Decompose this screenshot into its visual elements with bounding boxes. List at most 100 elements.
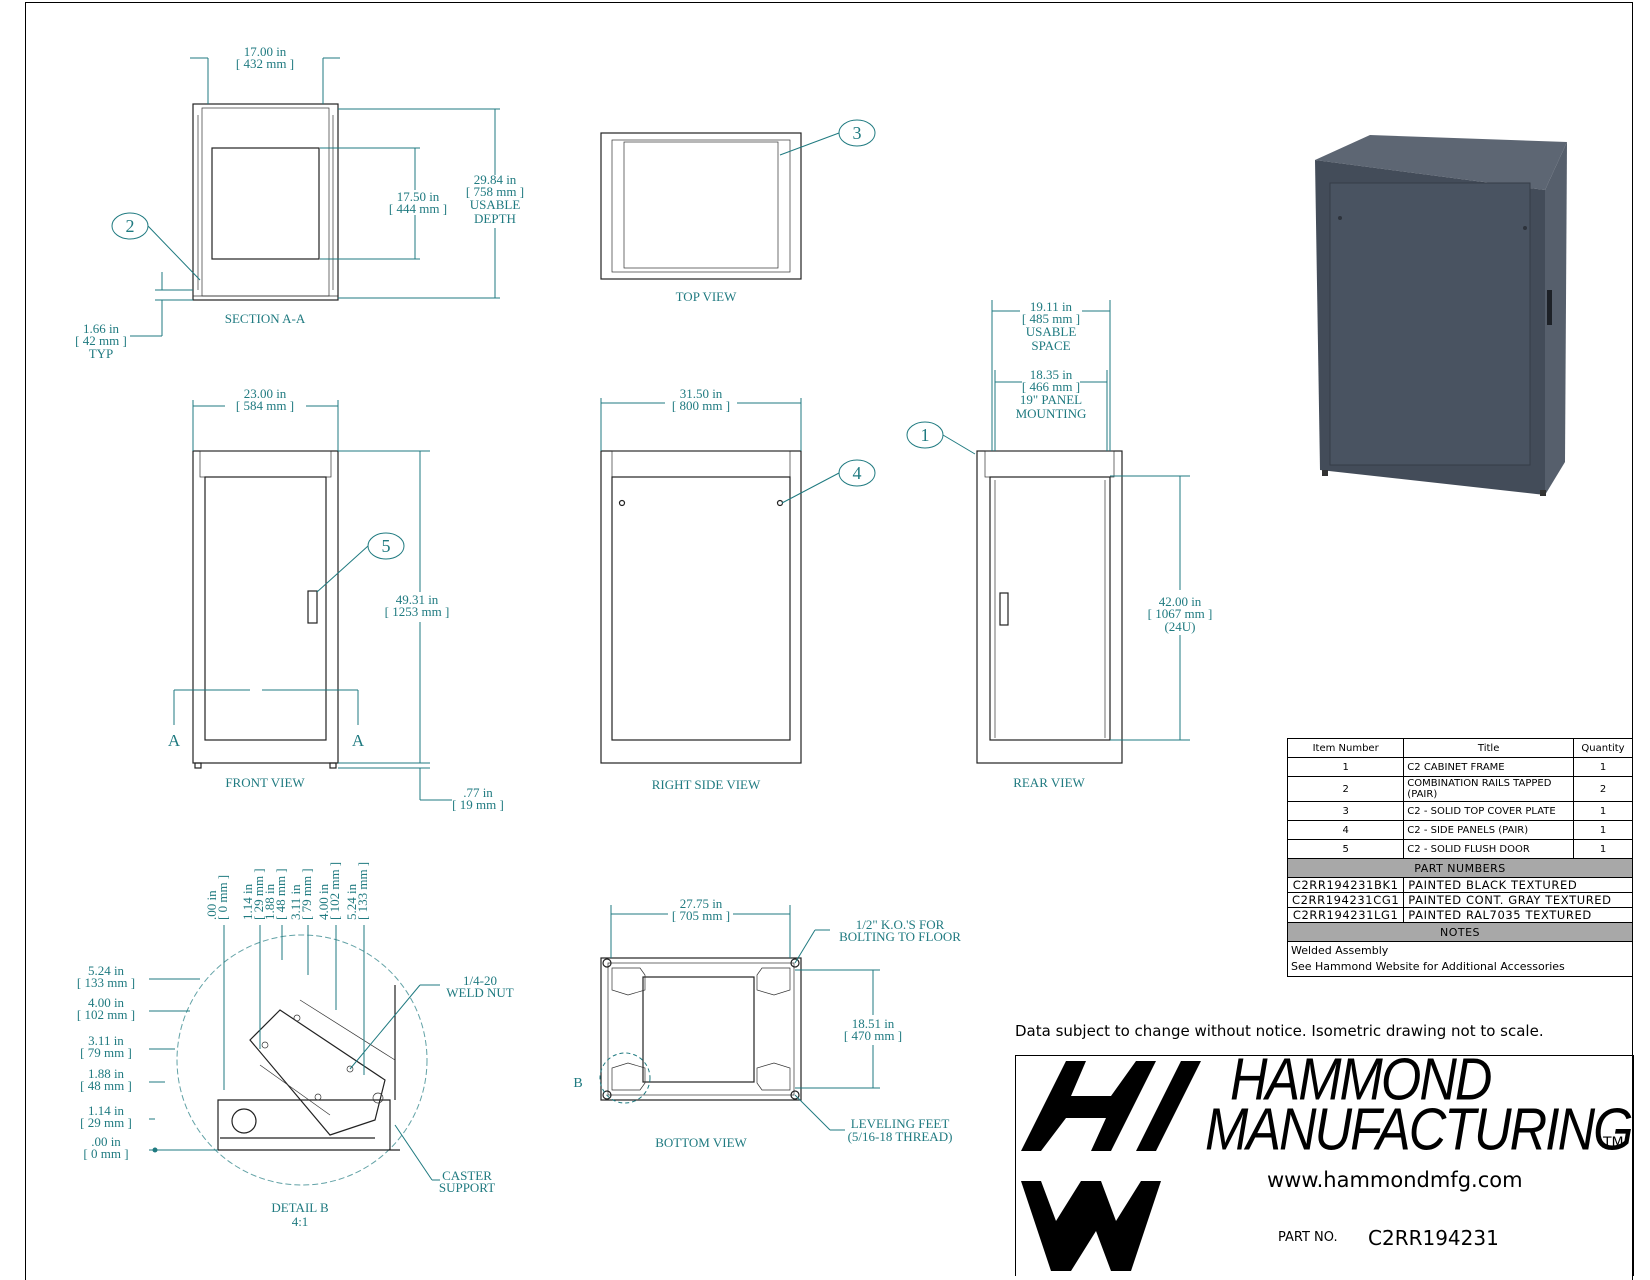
part-number-description: PAINTED RAL7035 TEXTURED: [1403, 907, 1633, 923]
bom-item-quantity: 1: [1573, 820, 1633, 840]
section-height-mm: [ 444 mm ]: [389, 201, 447, 216]
detail-weld-label-1: 1/4-20: [463, 973, 497, 988]
rear-view: 19.11 in [ 485 mm ] USABLE SPACE 18.35 i…: [906, 299, 1212, 790]
bom-header-quantity: Quantity: [1573, 738, 1633, 758]
part-number-description: PAINTED CONT. GRAY TEXTURED: [1403, 892, 1633, 908]
bottom-feet-label-1: LEVELING FEET: [851, 1116, 950, 1131]
notes-header: NOTES: [1287, 922, 1633, 942]
bom-item-title: C2 - SOLID TOP COVER PLATE: [1403, 801, 1574, 821]
front-width-mm: [ 584 mm ]: [236, 398, 294, 413]
detail-left-dim-in: 4.00 in: [88, 995, 125, 1010]
bottom-ko-label-1: 1/2" K.O.'S FOR: [856, 917, 945, 932]
company-website-link[interactable]: www.hammondmfg.com: [1267, 1168, 1523, 1192]
front-feet-mm: [ 19 mm ]: [452, 797, 504, 812]
part-number-code: C2RR194231CG1: [1286, 892, 1405, 908]
balloon-4: 4: [853, 463, 862, 483]
bom-item-title: C2 CABINET FRAME: [1403, 757, 1574, 777]
section-marker-a-right: A: [352, 731, 365, 750]
top-view: 3 TOP VIEW: [600, 119, 876, 304]
title-block: [1015, 1055, 1634, 1276]
rear-usable-label-2: SPACE: [1031, 338, 1070, 353]
front-feet-in: .77 in: [463, 785, 493, 800]
detail-top-dim-mm: [ 79 mm ]: [299, 868, 314, 920]
detail-left-dimensions: 5.24 in[ 133 mm ]4.00 in[ 102 mm ]3.11 i…: [77, 963, 135, 1161]
rear-usable-in: 19.11 in: [1030, 299, 1073, 314]
bom-item-number: 2: [1286, 776, 1405, 802]
section-marker-a-left: A: [168, 731, 181, 750]
bom-item-quantity: 1: [1573, 801, 1633, 821]
detail-top-dim-mm: [ 102 mm ]: [327, 862, 342, 920]
bom-header-item: Item Number: [1286, 738, 1405, 758]
part-number-code: C2RR194231BK1: [1286, 877, 1405, 893]
detail-top-dim-in: .00 in: [204, 890, 219, 920]
detail-top-dim-mm: [ 29 mm ]: [251, 868, 266, 920]
bottom-height-mm: [ 470 mm ]: [844, 1028, 902, 1043]
detail-view-scale: 4:1: [292, 1214, 309, 1229]
detail-top-dim-in: 4.00 in: [316, 883, 331, 920]
bom-header-title: Title: [1403, 738, 1574, 758]
detail-left-dim-mm: [ 0 mm ]: [83, 1146, 128, 1161]
section-width-mm: [ 432 mm ]: [236, 56, 294, 71]
rear-height-units: (24U): [1164, 619, 1195, 634]
balloon-5: 5: [382, 536, 391, 556]
detail-left-dim-mm: [ 29 mm ]: [80, 1115, 132, 1130]
hammond-logo: [1021, 1061, 1201, 1271]
bom-item-number: 5: [1286, 839, 1405, 859]
note-line: Welded Assembly: [1291, 944, 1389, 957]
detail-left-dim-in: 1.88 in: [88, 1066, 125, 1081]
detail-left-dim-in: 1.14 in: [88, 1103, 125, 1118]
detail-top-dim-mm: [ 48 mm ]: [273, 868, 288, 920]
balloon-1: 1: [921, 425, 930, 445]
detail-weld-label-2: WELD NUT: [446, 985, 514, 1000]
isometric-cabinet: [1315, 135, 1567, 496]
company-name-line-1: HAMMOND: [1230, 1046, 1492, 1114]
detail-left-dim-mm: [ 48 mm ]: [80, 1078, 132, 1093]
section-depth-mm: [ 758 mm ]: [466, 184, 524, 199]
section-a-a-view: 17.00 in [ 432 mm ] 17.50 in [ 444 mm ] …: [75, 44, 524, 361]
section-height-in: 17.50 in: [397, 189, 440, 204]
bottom-view-title: BOTTOM VIEW: [655, 1135, 747, 1150]
detail-top-dim-in: 1.88 in: [262, 883, 277, 920]
bom-item-quantity: 1: [1573, 757, 1633, 777]
bottom-view: 27.75 in [ 705 mm ] 18.51 in [ 470 mm ] …: [573, 896, 961, 1150]
part-number-label: PART NO.: [1278, 1230, 1338, 1245]
trademark-symbol: TM: [1603, 1135, 1624, 1151]
part-number-description: PAINTED BLACK TEXTURED: [1403, 877, 1633, 893]
section-typ-in: 1.66 in: [83, 321, 120, 336]
detail-top-dim-in: 3.11 in: [288, 884, 303, 920]
detail-b-view: CASTER SUPPORT 1/4-20 WELD NUT DETAIL B …: [77, 862, 514, 1229]
section-width-in: 17.00 in: [244, 44, 287, 59]
right-side-view-title: RIGHT SIDE VIEW: [652, 777, 761, 792]
front-height-mm: [ 1253 mm ]: [385, 604, 450, 619]
rear-usable-mm: [ 485 mm ]: [1022, 311, 1080, 326]
front-width-in: 23.00 in: [244, 386, 287, 401]
detail-left-dim-in: 5.24 in: [88, 963, 125, 978]
bom-item-number: 3: [1286, 801, 1405, 821]
bom-item-number: 1: [1286, 757, 1405, 777]
detail-top-dim-mm: [ 133 mm ]: [355, 862, 370, 920]
rear-panel-label-1: 19" PANEL: [1020, 392, 1082, 407]
bom-item-number: 4: [1286, 820, 1405, 840]
rear-panel-in: 18.35 in: [1030, 367, 1073, 382]
detail-left-dim-in: .00 in: [91, 1134, 121, 1149]
balloon-3: 3: [853, 123, 862, 143]
bottom-height-in: 18.51 in: [852, 1016, 895, 1031]
rear-view-title: REAR VIEW: [1013, 775, 1085, 790]
drawing-border: [25, 2, 1633, 1280]
bottom-width-in: 27.75 in: [680, 896, 723, 911]
bom-item-title: COMBINATION RAILS TAPPED (PAIR): [1403, 776, 1574, 802]
section-depth-label-2: DEPTH: [474, 211, 516, 226]
top-view-title: TOP VIEW: [676, 289, 738, 304]
detail-top-dimensions: .00 in[ 0 mm ]1.14 in[ 29 mm ]1.88 in[ 4…: [204, 862, 370, 920]
detail-view-title: DETAIL B: [271, 1200, 329, 1215]
section-depth-label-1: USABLE: [470, 197, 521, 212]
